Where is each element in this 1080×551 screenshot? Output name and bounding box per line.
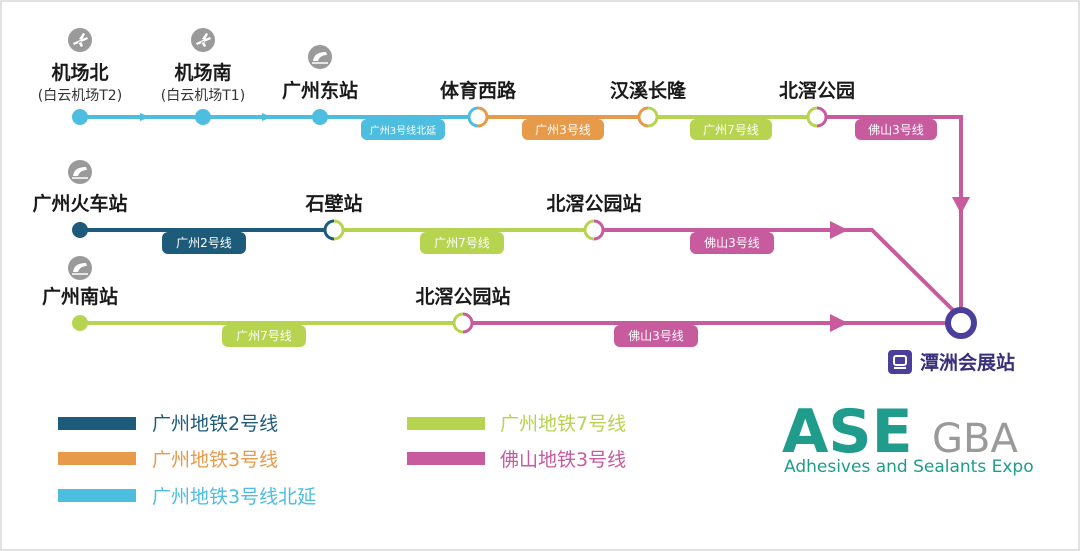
station-dot-guangzhou-east bbox=[312, 109, 328, 125]
direction-arrow bbox=[952, 197, 970, 214]
segment-pill-r1-fs3: 佛山3号线 bbox=[855, 119, 937, 140]
logo-tagline: Adhesives and Sealants Expo bbox=[784, 457, 1034, 477]
segment-label: 佛山3号线 bbox=[704, 236, 760, 250]
transfer-ring-tiyu-xilu bbox=[467, 106, 489, 128]
station-label-beijiao-park: 北滘公园 bbox=[779, 80, 855, 102]
segment-label: 广州3号线 bbox=[535, 123, 591, 137]
segment-label: 广州7号线 bbox=[703, 123, 759, 137]
station-label-airport-south: 机场南 bbox=[174, 62, 231, 84]
station-label-guangzhou-east: 广州东站 bbox=[282, 79, 358, 102]
station-dot-airport-south bbox=[195, 109, 211, 125]
transfer-ring-shibi bbox=[323, 219, 345, 241]
segment-label: 广州7号线 bbox=[236, 329, 292, 343]
fs3-track-row2 bbox=[594, 228, 963, 320]
segment-pill-r1-line7: 广州7号线 bbox=[690, 119, 772, 140]
train-icon bbox=[68, 160, 92, 184]
segment-pill-r1-line3n: 广州3号线北延 bbox=[361, 119, 445, 140]
logo-ase: ASE bbox=[782, 397, 913, 467]
station-label-beijiao-park-station-1: 北滘公园站 bbox=[546, 192, 641, 215]
transfer-ring-beijiao-park bbox=[806, 106, 828, 128]
station-sublabel-airport-south: (白云机场T1) bbox=[161, 88, 245, 104]
station-label-hanxi-changlong: 汉溪长隆 bbox=[610, 79, 687, 102]
legend-label-line7: 广州地铁7号线 bbox=[500, 413, 626, 435]
direction-arrow bbox=[140, 113, 150, 121]
transfer-ring-beijiao-park-station-1 bbox=[583, 219, 605, 241]
segment-pill-r3-line7: 广州7号线 bbox=[222, 325, 306, 347]
direction-arrow bbox=[262, 113, 272, 121]
legend-label-line3n: 广州地铁3号线北延 bbox=[152, 486, 316, 508]
segment-label: 广州2号线 bbox=[176, 236, 232, 250]
logo-gba: GBA bbox=[932, 416, 1018, 462]
station-dot-guangzhou-railway bbox=[72, 222, 88, 238]
station-label-shibi: 石壁站 bbox=[304, 192, 362, 215]
legend-swatch-line3n bbox=[58, 489, 136, 502]
station-sublabel-airport-north: (白云机场T2) bbox=[38, 88, 122, 104]
legend-swatch-line2 bbox=[58, 417, 136, 430]
station-label-tiyu-xilu: 体育西路 bbox=[440, 79, 517, 102]
station-dot-guangzhou-south bbox=[72, 315, 88, 331]
segment-pill-r1-line3: 广州3号线 bbox=[522, 119, 604, 140]
segment-pill-r3-fs3: 佛山3号线 bbox=[614, 325, 698, 347]
airplane-icon bbox=[68, 28, 92, 52]
segment-label: 广州7号线 bbox=[434, 236, 490, 250]
transfer-ring-beijiao-park-station-2 bbox=[452, 312, 474, 334]
legend-label-line3: 广州地铁3号线 bbox=[152, 449, 278, 471]
legend-swatch-fs3 bbox=[407, 452, 485, 465]
station-label-beijiao-park-station-2: 北滘公园站 bbox=[415, 285, 510, 308]
direction-arrow bbox=[830, 221, 848, 239]
station-label-guangzhou-south: 广州南站 bbox=[42, 285, 118, 308]
destination-label: 潭洲会展站 bbox=[920, 351, 1015, 374]
segment-pill-r2-fs3: 佛山3号线 bbox=[690, 232, 774, 254]
transfer-ring-hanxi-changlong bbox=[637, 106, 659, 128]
fs3-track-row1 bbox=[817, 115, 963, 318]
train-icon bbox=[68, 256, 92, 280]
legend-label-line2: 广州地铁2号线 bbox=[152, 413, 278, 435]
legend-swatch-line3 bbox=[58, 452, 136, 465]
train-icon bbox=[308, 45, 332, 69]
metro-station-icon bbox=[888, 350, 912, 374]
station-dot-airport-north bbox=[72, 109, 88, 125]
destination-station-ring bbox=[945, 307, 977, 339]
ase-gba-logo: ASE GBA Adhesives and Sealants Expo bbox=[782, 397, 1034, 477]
legend: 广州地铁2号线 广州地铁3号线 广州地铁3号线北延 广州地铁7号线 佛山地铁3号… bbox=[58, 413, 626, 508]
segment-pill-r2-line7: 广州7号线 bbox=[420, 232, 504, 254]
direction-arrow bbox=[830, 314, 848, 332]
station-label-guangzhou-railway: 广州火车站 bbox=[32, 192, 127, 215]
airplane-icon bbox=[191, 28, 215, 52]
segment-label: 佛山3号线 bbox=[868, 123, 924, 137]
legend-swatch-line7 bbox=[407, 417, 485, 430]
segment-label: 广州3号线北延 bbox=[370, 124, 436, 137]
station-label-airport-north: 机场北 bbox=[51, 62, 108, 84]
legend-label-fs3: 佛山地铁3号线 bbox=[500, 449, 626, 471]
segment-pill-r2-line2: 广州2号线 bbox=[162, 232, 246, 254]
segment-label: 佛山3号线 bbox=[628, 329, 684, 343]
